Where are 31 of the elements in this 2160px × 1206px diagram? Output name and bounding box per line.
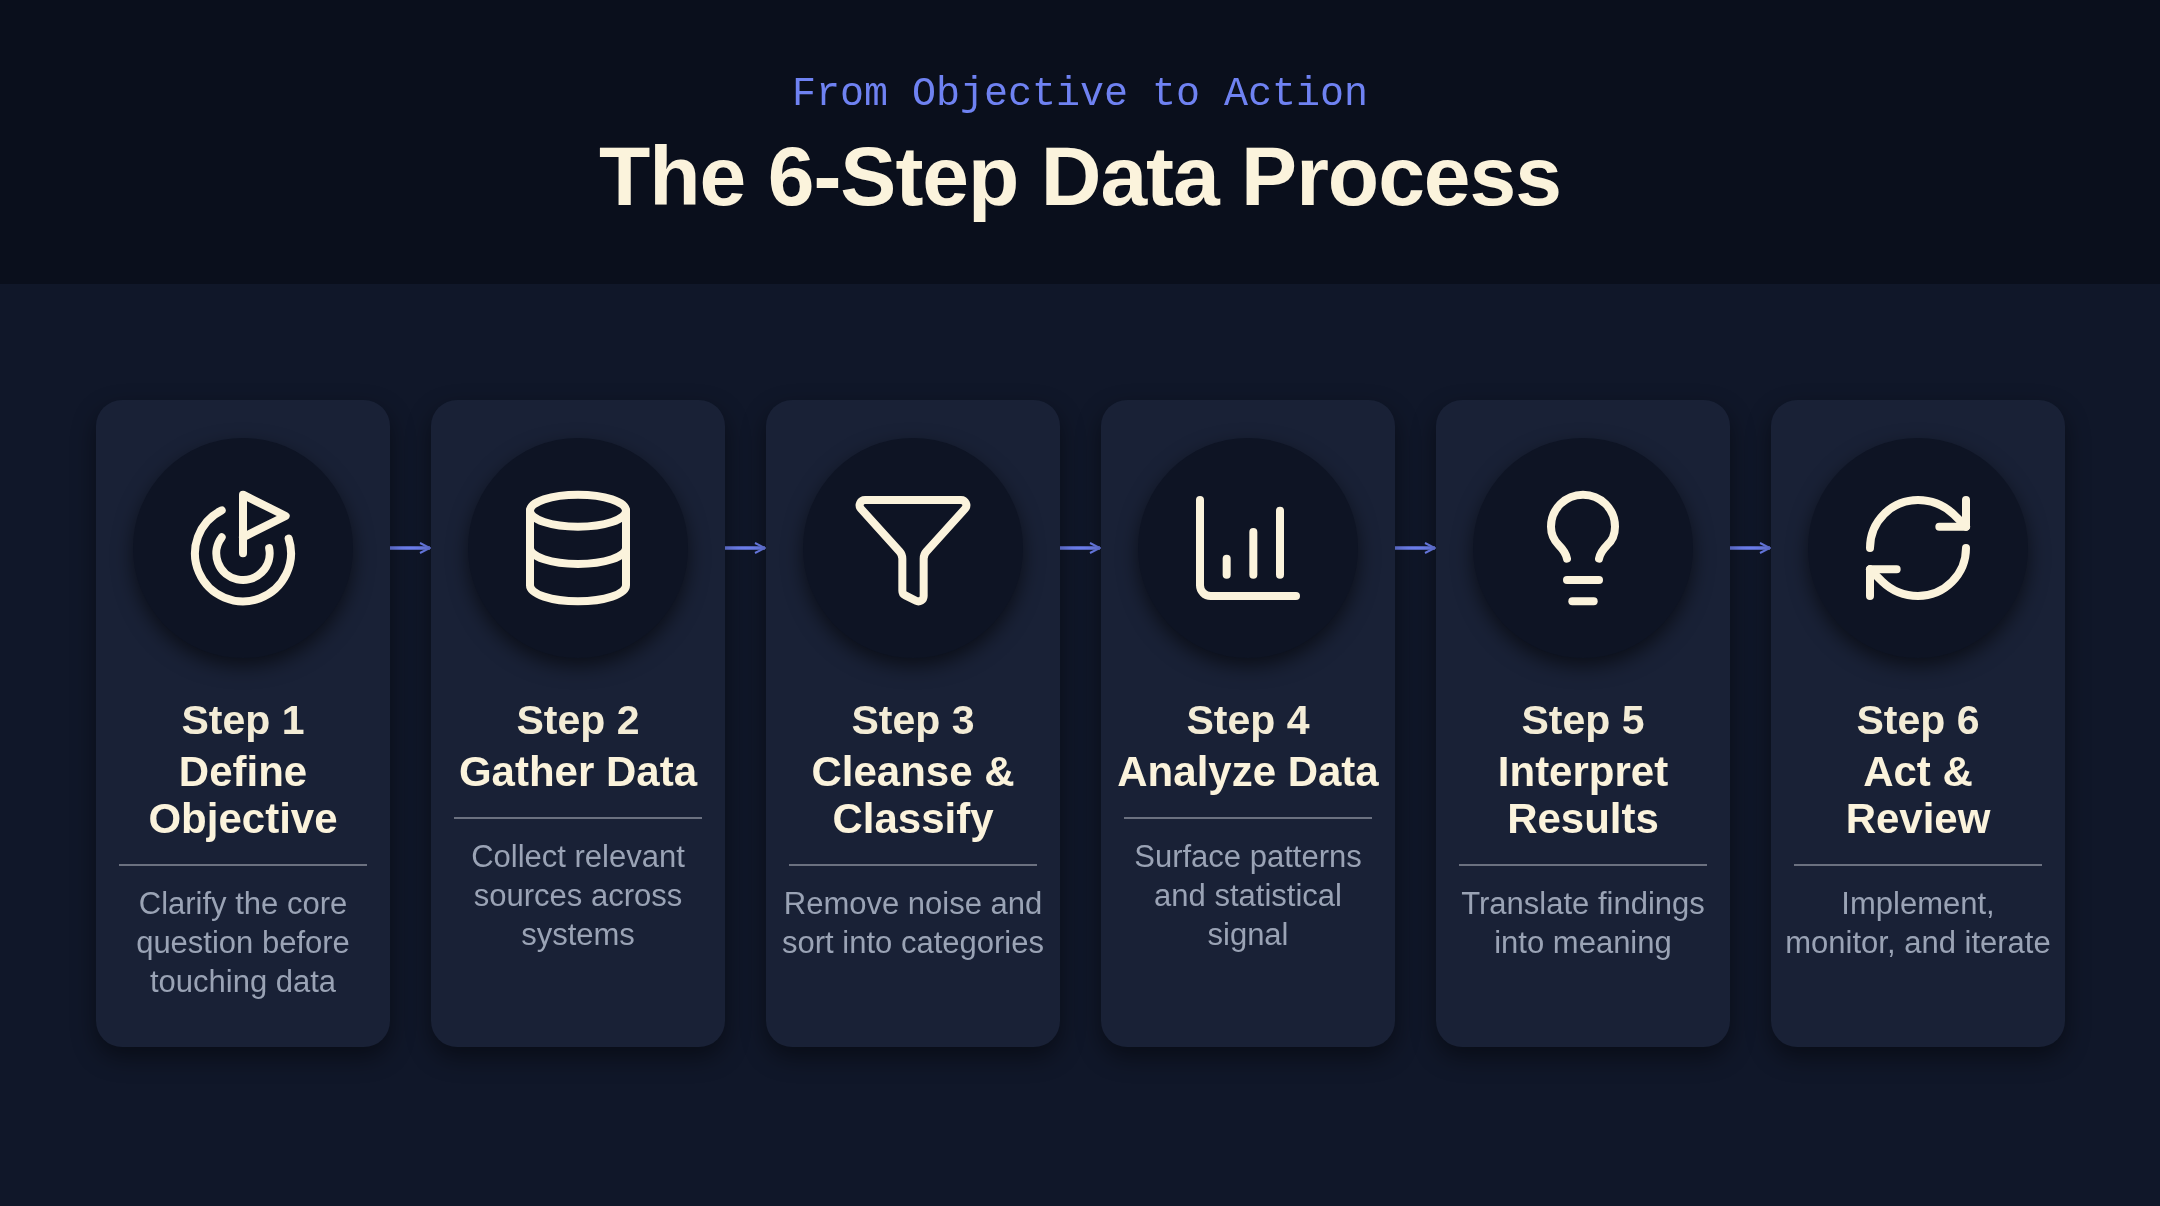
- step-card: [1771, 400, 2065, 1047]
- step-description: Translate findings into meaning: [1460, 885, 1706, 962]
- step-title: Analyze Data: [1117, 748, 1379, 795]
- step-title: Interpret Results: [1496, 748, 1670, 842]
- step-title: Cleanse & Classify: [810, 748, 1016, 842]
- title: The 6-Step Data Process: [599, 129, 1561, 223]
- step-title: Define Objective: [147, 748, 339, 842]
- step-card: [431, 400, 725, 1047]
- arrow: [1060, 542, 1101, 554]
- step-description: Remove noise and sort into categories: [781, 885, 1045, 962]
- step-card: [96, 400, 390, 1047]
- step-title: Gather Data: [458, 748, 698, 795]
- step-number: Step 2: [516, 696, 640, 745]
- step-description: Implement, monitor, and iterate: [1785, 885, 2051, 962]
- step-description: Surface patterns and statistical signal: [1133, 838, 1363, 954]
- step-card: [1101, 400, 1395, 1047]
- step-number: Step 3: [851, 696, 975, 745]
- step-number: Step 4: [1186, 696, 1310, 745]
- arrow: [390, 542, 431, 554]
- step-title: Act & Review: [1844, 748, 1992, 842]
- step-number: Step 6: [1856, 696, 1980, 745]
- step-description: Collect relevant sources across systems: [470, 838, 686, 954]
- arrow: [1730, 542, 1771, 554]
- step-card: [1436, 400, 1730, 1047]
- subtitle: From Objective to Action: [791, 72, 1369, 117]
- step-number: Step 1: [181, 696, 305, 745]
- arrow: [1395, 542, 1436, 554]
- step-card: [766, 400, 1060, 1047]
- step-number: Step 5: [1521, 696, 1645, 745]
- step-description: Clarify the core question before touching data: [135, 885, 351, 1001]
- arrow: [725, 542, 766, 554]
